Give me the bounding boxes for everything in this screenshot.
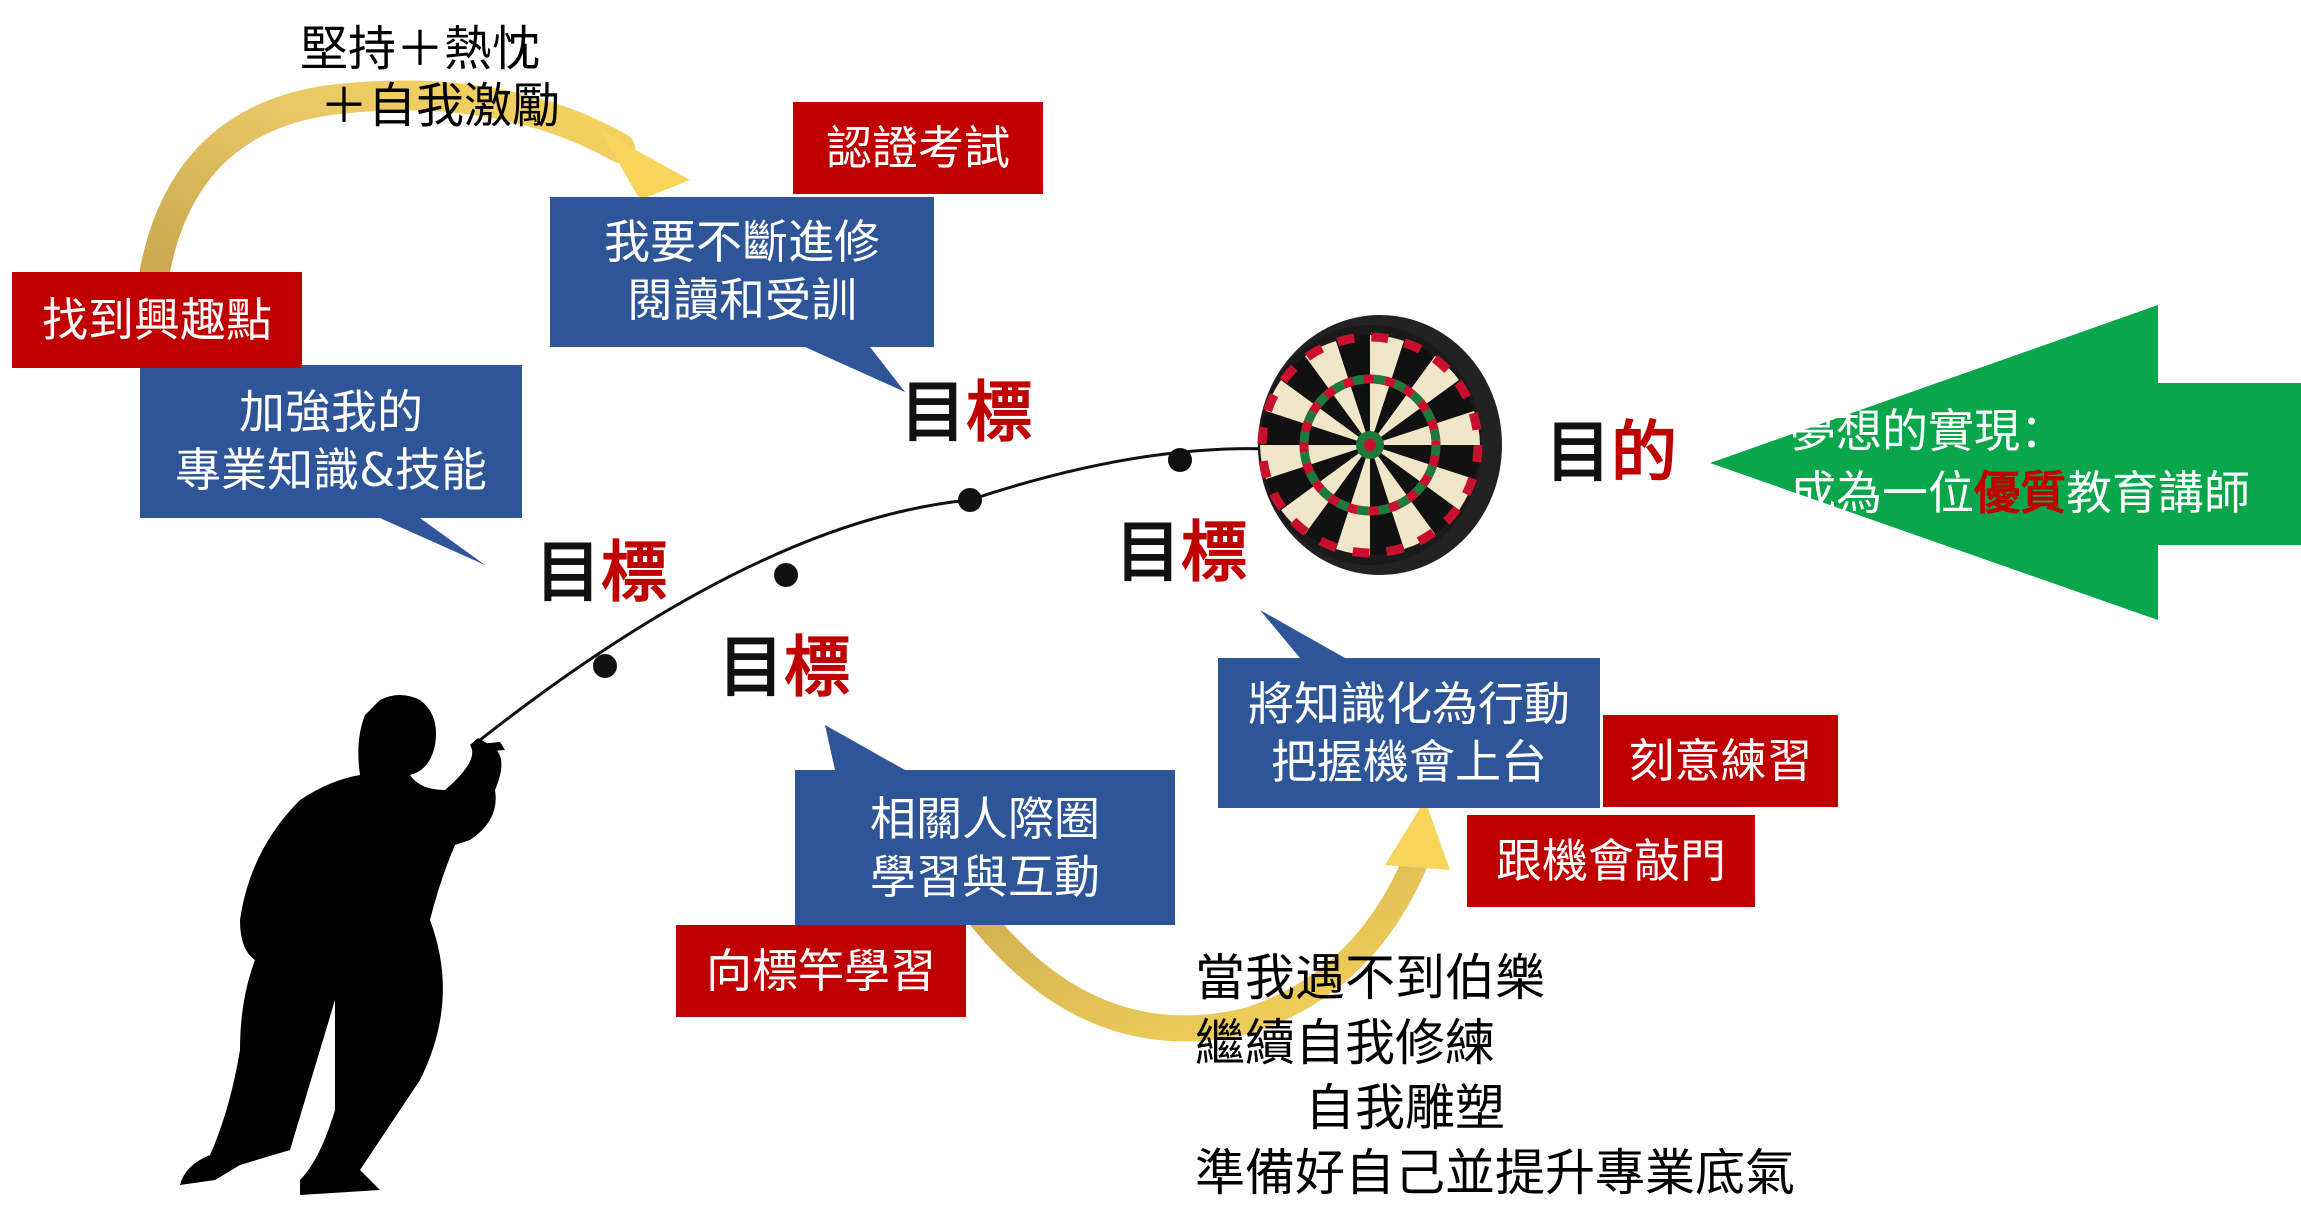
purpose-label-black: 目 bbox=[1545, 414, 1611, 491]
purpose-label: 目的 bbox=[1545, 420, 1677, 486]
reflection-line-4: 準備好自己並提升專業底氣 bbox=[1195, 1144, 1795, 1202]
tag-certification-exam: 認證考試 bbox=[793, 102, 1043, 194]
goal-label-3: 目標 bbox=[900, 380, 1032, 446]
tag-learn-from-benchmark: 向標竿學習 bbox=[676, 925, 966, 1017]
callout-network-line-1: 相關人際圈 bbox=[870, 792, 1100, 846]
man-silhouette bbox=[180, 695, 505, 1195]
dream-arrow bbox=[1710, 305, 2301, 620]
dream-line-2-before: 成為一位 bbox=[1790, 466, 1974, 520]
callout-keep-learning-line-1: 我要不斷進修 bbox=[604, 215, 880, 269]
goal-label-2-black: 目 bbox=[718, 629, 784, 706]
goal-label-1-black: 目 bbox=[535, 534, 601, 611]
goal-label-3-black: 目 bbox=[900, 374, 966, 451]
trajectory-point-1 bbox=[593, 654, 617, 678]
goal-label-4-red: 標 bbox=[1181, 514, 1247, 591]
trajectory-point-2 bbox=[774, 563, 798, 587]
goal-label-1-red: 標 bbox=[601, 534, 667, 611]
reflection-line-1: 當我遇不到伯樂 bbox=[1195, 949, 1545, 1007]
goal-label-2-red: 標 bbox=[784, 629, 850, 706]
reflection-line-3: 自我雕塑 bbox=[1305, 1079, 1505, 1137]
purpose-label-red: 的 bbox=[1611, 414, 1677, 491]
motivation-line-2: ＋自我激勵 bbox=[320, 78, 561, 134]
callout-strengthen-line-2: 專業知識&技能 bbox=[175, 443, 487, 497]
motivation-arc bbox=[140, 80, 635, 285]
goal-label-2: 目標 bbox=[718, 635, 850, 701]
dream-line-1: 夢想的實現： bbox=[1790, 404, 2066, 458]
tag-find-interest: 找到興趣點 bbox=[12, 272, 302, 368]
goal-label-3-red: 標 bbox=[966, 374, 1032, 451]
callout-network-line-2: 學習與互動 bbox=[870, 850, 1100, 904]
callout-keep-learning-shape bbox=[550, 197, 934, 392]
callout-action-line-2: 把握機會上台 bbox=[1271, 735, 1547, 789]
reflection-arc bbox=[962, 837, 1433, 1042]
motivation-line-1: 堅持＋熱忱 bbox=[300, 21, 541, 77]
reflection-line-2: 繼續自我修練 bbox=[1195, 1014, 1495, 1072]
motivation-arc-arrowhead bbox=[600, 130, 690, 200]
callout-strengthen: 加強我的 專業知識&技能 bbox=[140, 383, 522, 499]
callout-action-line-1: 將知識化為行動 bbox=[1248, 677, 1570, 731]
goal-label-4-black: 目 bbox=[1115, 514, 1181, 591]
reflection-arc-arrowhead bbox=[1385, 800, 1450, 870]
dream-line-2: 成為一位優質教育講師 bbox=[1790, 462, 2250, 524]
dream-line-2-highlight: 優質 bbox=[1974, 466, 2066, 520]
tag-deliberate-practice: 刻意練習 bbox=[1603, 715, 1838, 807]
callout-strengthen-line-1: 加強我的 bbox=[239, 385, 423, 439]
tag-knock-on-opportunity: 跟機會敲門 bbox=[1467, 815, 1755, 907]
goal-label-4: 目標 bbox=[1115, 520, 1247, 586]
callout-keep-learning-line-2: 閱讀和受訓 bbox=[627, 273, 857, 327]
callout-network: 相關人際圈 學習與互動 bbox=[795, 790, 1175, 906]
callout-action: 將知識化為行動 把握機會上台 bbox=[1218, 675, 1600, 791]
trajectory-point-3 bbox=[958, 488, 982, 512]
callout-strengthen-shape bbox=[140, 365, 522, 565]
dartboard bbox=[1257, 315, 1502, 575]
trajectory-point-4 bbox=[1168, 448, 1192, 472]
callout-network-shape bbox=[795, 725, 1175, 925]
dream-line-2-after: 教育講師 bbox=[2066, 466, 2250, 520]
goal-label-1: 目標 bbox=[535, 540, 667, 606]
callout-keep-learning: 我要不斷進修 閱讀和受訓 bbox=[550, 213, 934, 329]
callout-action-shape bbox=[1218, 610, 1600, 808]
dream-text: 夢想的實現： 成為一位優質教育講師 bbox=[1790, 400, 2250, 524]
